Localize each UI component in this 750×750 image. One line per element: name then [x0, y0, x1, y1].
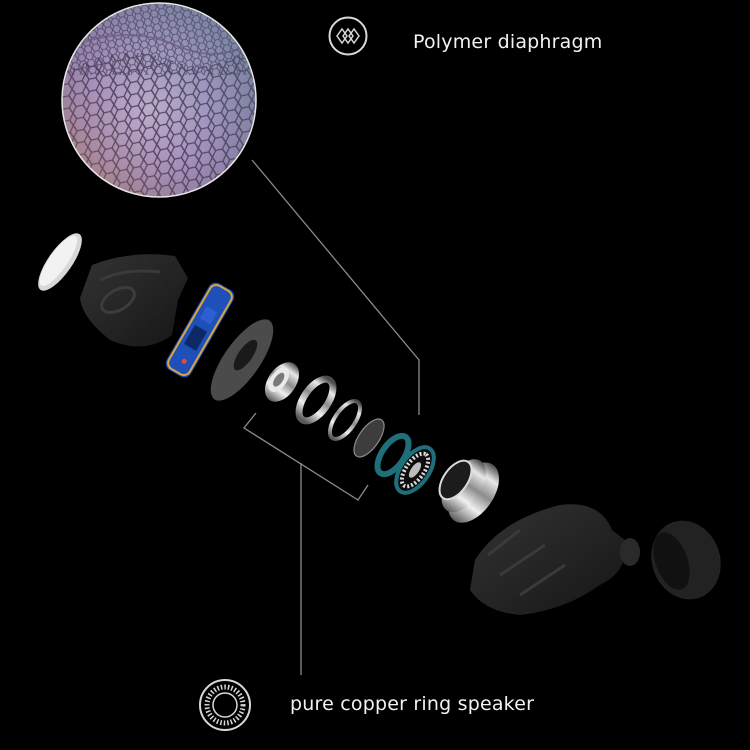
dark-disc [353, 418, 385, 458]
front-cup [438, 459, 500, 523]
copper-ring-1 [295, 375, 337, 425]
callout-label-copper: pure copper ring speaker [290, 693, 535, 715]
callout-label-polymer: Polymer diaphragm [413, 31, 603, 53]
diaphragm-magnifier [61, 2, 257, 198]
front-shell [470, 504, 640, 615]
gasket-plate [210, 319, 274, 401]
diaphragm-driver [394, 445, 436, 495]
diamond-lattice-icon [328, 16, 368, 56]
leader-line-diaphragm [251, 159, 420, 415]
back-shell [80, 254, 188, 347]
magnet-cup [264, 362, 300, 402]
silver-cap [38, 233, 82, 291]
ear-tip [651, 520, 721, 600]
copper-ring-2 [327, 399, 363, 441]
speaker-coil-icon [198, 678, 252, 732]
bracket-copper-rings [243, 412, 369, 501]
pcb-board [165, 282, 235, 378]
